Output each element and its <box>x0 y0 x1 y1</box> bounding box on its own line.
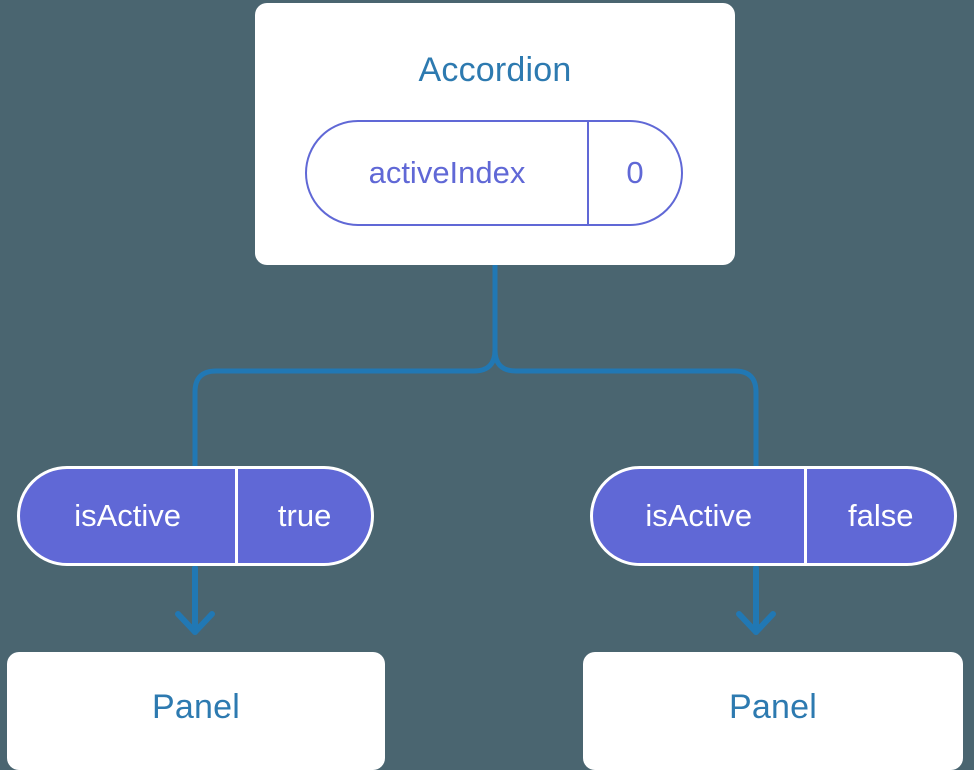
tree-branch-connector-right <box>492 347 759 471</box>
prop-pill-key: isActive <box>74 498 182 533</box>
accordion-node[interactable]: Accordion activeIndex 0 <box>255 3 735 265</box>
state-pill-value: 0 <box>586 122 681 224</box>
prop-pill-key: isActive <box>645 498 753 533</box>
prop-pill-value: false <box>804 469 954 563</box>
prop-pill-value: true <box>235 469 371 563</box>
panel-title: Panel <box>729 688 817 726</box>
state-pill-key: activeIndex <box>368 155 526 190</box>
state-pill-active-index[interactable]: activeIndex 0 <box>305 120 683 226</box>
prop-pill-is-active-false[interactable]: isActive false <box>590 466 957 566</box>
panel-node-left[interactable]: Panel <box>7 652 385 770</box>
accordion-title: Accordion <box>418 51 572 89</box>
panel-title: Panel <box>152 688 240 726</box>
down-arrow-left-icon <box>175 565 215 635</box>
panel-node-right[interactable]: Panel <box>583 652 963 770</box>
tree-branch-connector <box>192 262 498 471</box>
prop-pill-is-active-true[interactable]: isActive true <box>17 466 374 566</box>
down-arrow-right-icon <box>736 565 776 635</box>
